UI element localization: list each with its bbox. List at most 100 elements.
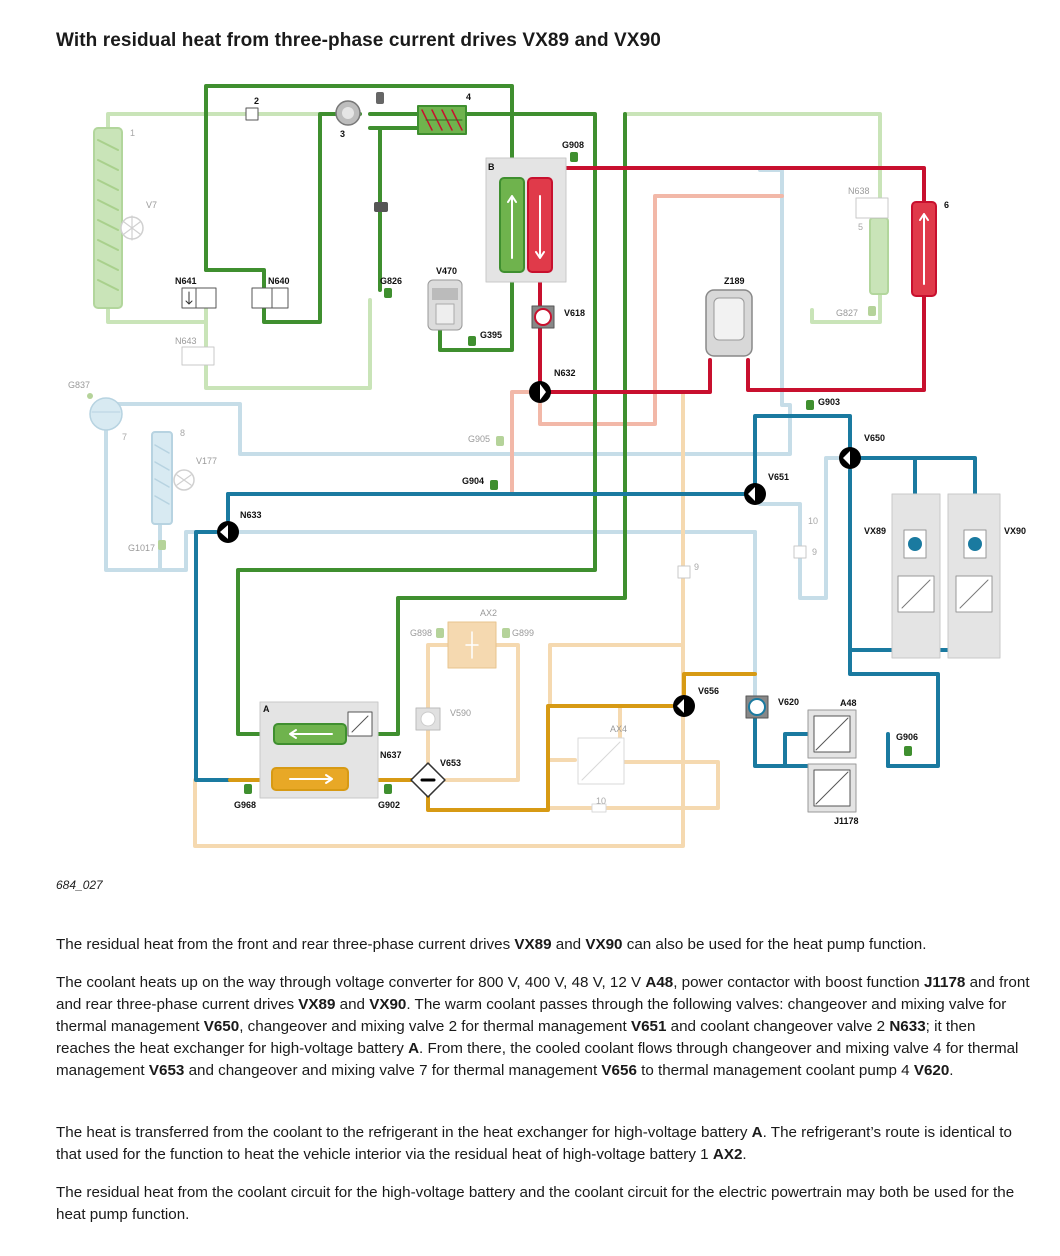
valve-n641	[181, 287, 217, 309]
text-run: , power contactor with boost function	[673, 974, 924, 991]
bold-term: VX90	[585, 936, 623, 953]
label-g395: G395	[480, 330, 502, 340]
text-run: and front and rear three-phase current d…	[56, 974, 1030, 1013]
valve-n640	[251, 287, 289, 309]
contactor-j1178	[807, 763, 857, 813]
active-blue-pipes	[194, 414, 977, 782]
paragraph-2: The coolant heats up on the way through …	[56, 972, 1032, 1082]
pump-3	[335, 92, 384, 126]
text-run: ; it then reaches the heat exchanger for…	[56, 1018, 976, 1057]
label-g827: G827	[836, 308, 858, 318]
bold-term: A48	[645, 974, 674, 991]
pump-v620	[745, 695, 769, 719]
converter-a48	[807, 709, 857, 759]
label-v653: V653	[440, 758, 461, 768]
label-n638: N638	[848, 186, 870, 196]
diagram-labels: 1 2 3 4 5 6 7 8 9 9 10 10 B A V7 V177 G8…	[68, 92, 1026, 826]
paragraph-3: The heat is transferred from the coolant…	[56, 1122, 1032, 1166]
label-n632: N632	[554, 368, 576, 378]
label-g906: G906	[896, 732, 918, 742]
label-9a: 9	[694, 562, 699, 572]
heater-z189	[705, 289, 753, 357]
label-g826: G826	[380, 276, 402, 286]
valve-v656	[673, 695, 695, 717]
label-1: 1	[130, 128, 135, 138]
bold-term: VX90	[369, 996, 407, 1013]
bold-term: A	[751, 1124, 763, 1141]
text-run: The residual heat from the front and rea…	[56, 936, 515, 953]
paragraph-4: The residual heat from the coolant circu…	[56, 1182, 1032, 1226]
text-run: . The warm coolant passes through the fo…	[56, 996, 1007, 1035]
text-run: and coolant changeover valve 2	[666, 1018, 890, 1035]
page-title: With residual heat from three-phase curr…	[56, 30, 661, 51]
drive-vx90	[947, 493, 1001, 659]
bold-term: V651	[630, 1018, 667, 1035]
label-v656: V656	[698, 686, 719, 696]
label-b: B	[488, 162, 495, 172]
bold-term: N633	[889, 1018, 926, 1035]
label-vx90: VX90	[1004, 526, 1026, 536]
pump-v618	[531, 305, 555, 329]
label-ax4: AX4	[610, 724, 627, 734]
label-g898: G898	[410, 628, 432, 638]
label-v470: V470	[436, 266, 457, 276]
compressor-v470	[427, 279, 463, 331]
label-10a: 10	[808, 516, 818, 526]
charger-ax4	[577, 737, 625, 785]
text-run: . From there, the cooled coolant flows t…	[56, 1040, 1019, 1079]
heat-exchanger-b	[485, 157, 567, 283]
label-n637: N637	[380, 750, 402, 760]
valve-v650	[839, 447, 861, 469]
label-n643: N643	[175, 336, 197, 346]
label-v650: V650	[864, 433, 885, 443]
coolant-circuit-diagram: 1 2 3 4 5 6 7 8 9 9 10 10 B A V7 V177 G8…	[68, 84, 1026, 848]
text-run: .	[949, 1062, 954, 1079]
label-g899: G899	[512, 628, 534, 638]
label-g903: G903	[818, 397, 840, 407]
label-v7: V7	[146, 200, 157, 210]
bold-term: VX89	[514, 936, 552, 953]
text-run: The residual heat from the coolant circu…	[56, 1184, 1015, 1223]
label-a48: A48	[840, 698, 857, 708]
check-valve-9a	[677, 565, 691, 579]
label-v177: V177	[196, 456, 217, 466]
heater-6	[911, 201, 937, 297]
bold-term: VX89	[298, 996, 336, 1013]
label-3: 3	[340, 129, 345, 139]
label-8: 8	[180, 428, 185, 438]
valve-n633	[217, 521, 239, 543]
text-run: and	[335, 996, 370, 1013]
label-z189: Z189	[724, 276, 745, 286]
bold-term: V650	[203, 1018, 240, 1035]
bold-term: V620	[913, 1062, 950, 1079]
inactive-red-pipes	[510, 194, 784, 496]
text-run: , changeover and mixing valve 2 for ther…	[239, 1018, 631, 1035]
label-v618: V618	[564, 308, 585, 318]
valve-v653	[410, 762, 446, 798]
text-run: and	[551, 936, 586, 953]
battery-ax2	[447, 621, 497, 669]
figure-reference: 684_027	[56, 878, 103, 892]
label-g837: G837	[68, 380, 90, 390]
paragraph-1: The residual heat from the front and rea…	[56, 934, 1032, 956]
text-run: The heat is transferred from the coolant…	[56, 1124, 752, 1141]
bold-term: AX2	[712, 1146, 743, 1163]
text-run: The coolant heats up on the way through …	[56, 974, 646, 991]
text-run: and changeover and mixing valve 7 for th…	[184, 1062, 602, 1079]
bold-term: V653	[148, 1062, 185, 1079]
valve-n632	[529, 381, 551, 403]
valve-v651	[744, 483, 766, 505]
label-2: 2	[254, 96, 259, 106]
label-6: 6	[944, 200, 949, 210]
check-valve-9b	[793, 545, 807, 559]
label-g904: G904	[462, 476, 484, 486]
bold-term: V656	[601, 1062, 637, 1079]
label-7: 7	[122, 432, 127, 442]
label-g905: G905	[468, 434, 490, 444]
radiator-5	[855, 197, 889, 295]
radiator-v177	[151, 431, 195, 525]
heat-exchanger-4	[417, 105, 467, 135]
label-vx89: VX89	[864, 526, 886, 536]
label-4: 4	[466, 92, 471, 102]
text-run: to thermal management coolant pump 4	[636, 1062, 914, 1079]
